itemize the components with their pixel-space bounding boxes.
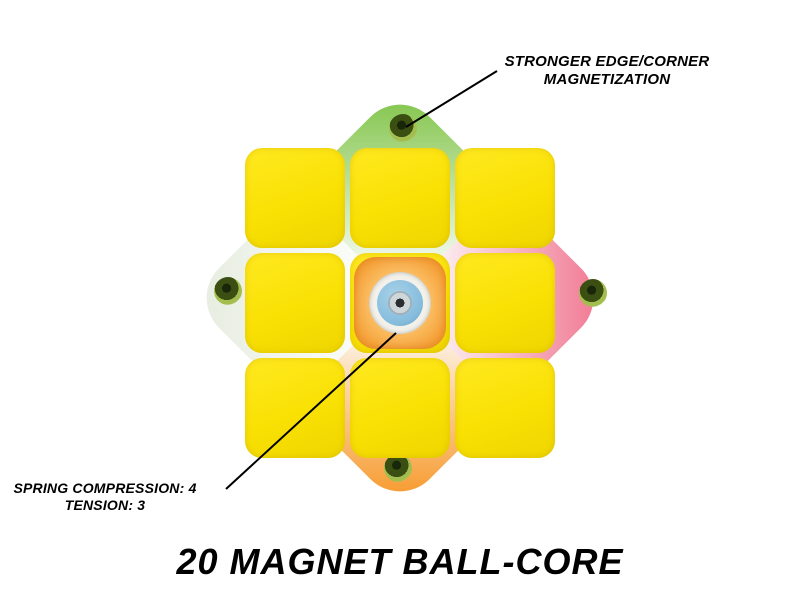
cube-tile (245, 148, 345, 248)
annotation-tension: TENSION: 3 (64, 497, 146, 513)
product-title: 20 MAGNET BALL-CORE (176, 541, 624, 582)
edge-magnet-left (214, 277, 242, 305)
cube-tile (350, 358, 450, 458)
cube-tile (455, 253, 555, 353)
core-screw (388, 291, 412, 315)
annotation-core-settings: SPRING COMPRESSION: 4 TENSION: 3 (6, 480, 204, 514)
edge-magnet-right (579, 279, 607, 307)
annotation-edge-magnet: STRONGER EDGE/CORNER MAGNETIZATION (498, 53, 716, 89)
annotation-edge-magnet-line2: MAGNETIZATION (543, 71, 671, 88)
edge-magnet-bottom (384, 454, 412, 482)
cube-tile (350, 148, 450, 248)
annotation-spring-compression: SPRING COMPRESSION: 4 (13, 480, 197, 496)
cube-tile (245, 253, 345, 353)
annotation-edge-magnet-line1: STRONGER EDGE/CORNER (504, 53, 710, 70)
cube-tile (245, 358, 345, 458)
cube-tile (455, 358, 555, 458)
cube-tile (455, 148, 555, 248)
edge-magnet-top (389, 114, 417, 142)
